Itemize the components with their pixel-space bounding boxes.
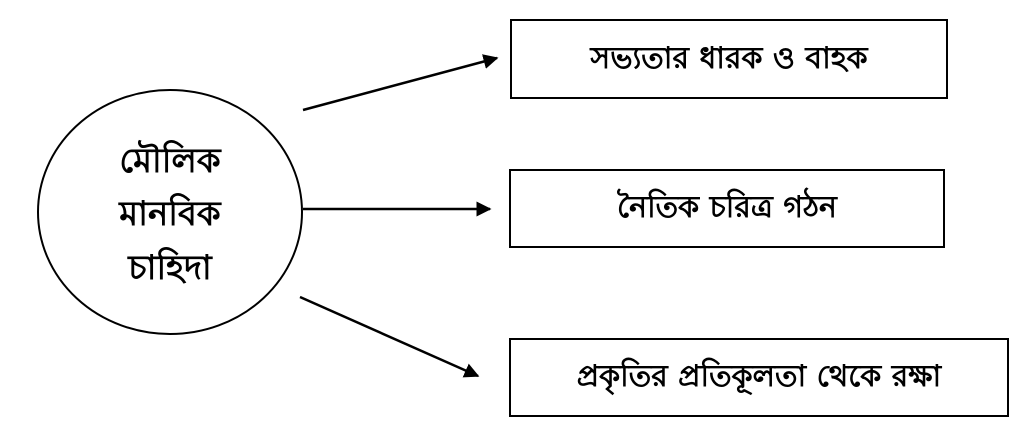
center-line-2: মানবিক (119, 194, 221, 235)
center-label: মৌলিক মানবিক চাহিদা (40, 110, 300, 320)
arrow-to-outcome-1 (302, 54, 499, 112)
center-circle (37, 89, 303, 335)
outcome-box-2: নৈতিক চরিত্র গঠন (509, 169, 945, 248)
outcome-label-2: নৈতিক চরিত্র গঠন (617, 190, 837, 225)
center-line-3: চাহিদা (128, 247, 212, 288)
center-line-1: মৌলিক (119, 141, 221, 182)
outcome-box-1: সভ্যতার ধারক ও বাহক (510, 19, 948, 99)
arrow-to-outcome-3 (299, 295, 480, 378)
outcome-label-1: সভ্যতার ধারক ও বাহক (590, 40, 868, 76)
outcome-box-3: প্রকৃতির প্রতিকূলতা থেকে রক্ষা (509, 338, 1009, 417)
outcome-label-3: প্রকৃতির প্রতিকূলতা থেকে রক্ষা (576, 359, 942, 394)
